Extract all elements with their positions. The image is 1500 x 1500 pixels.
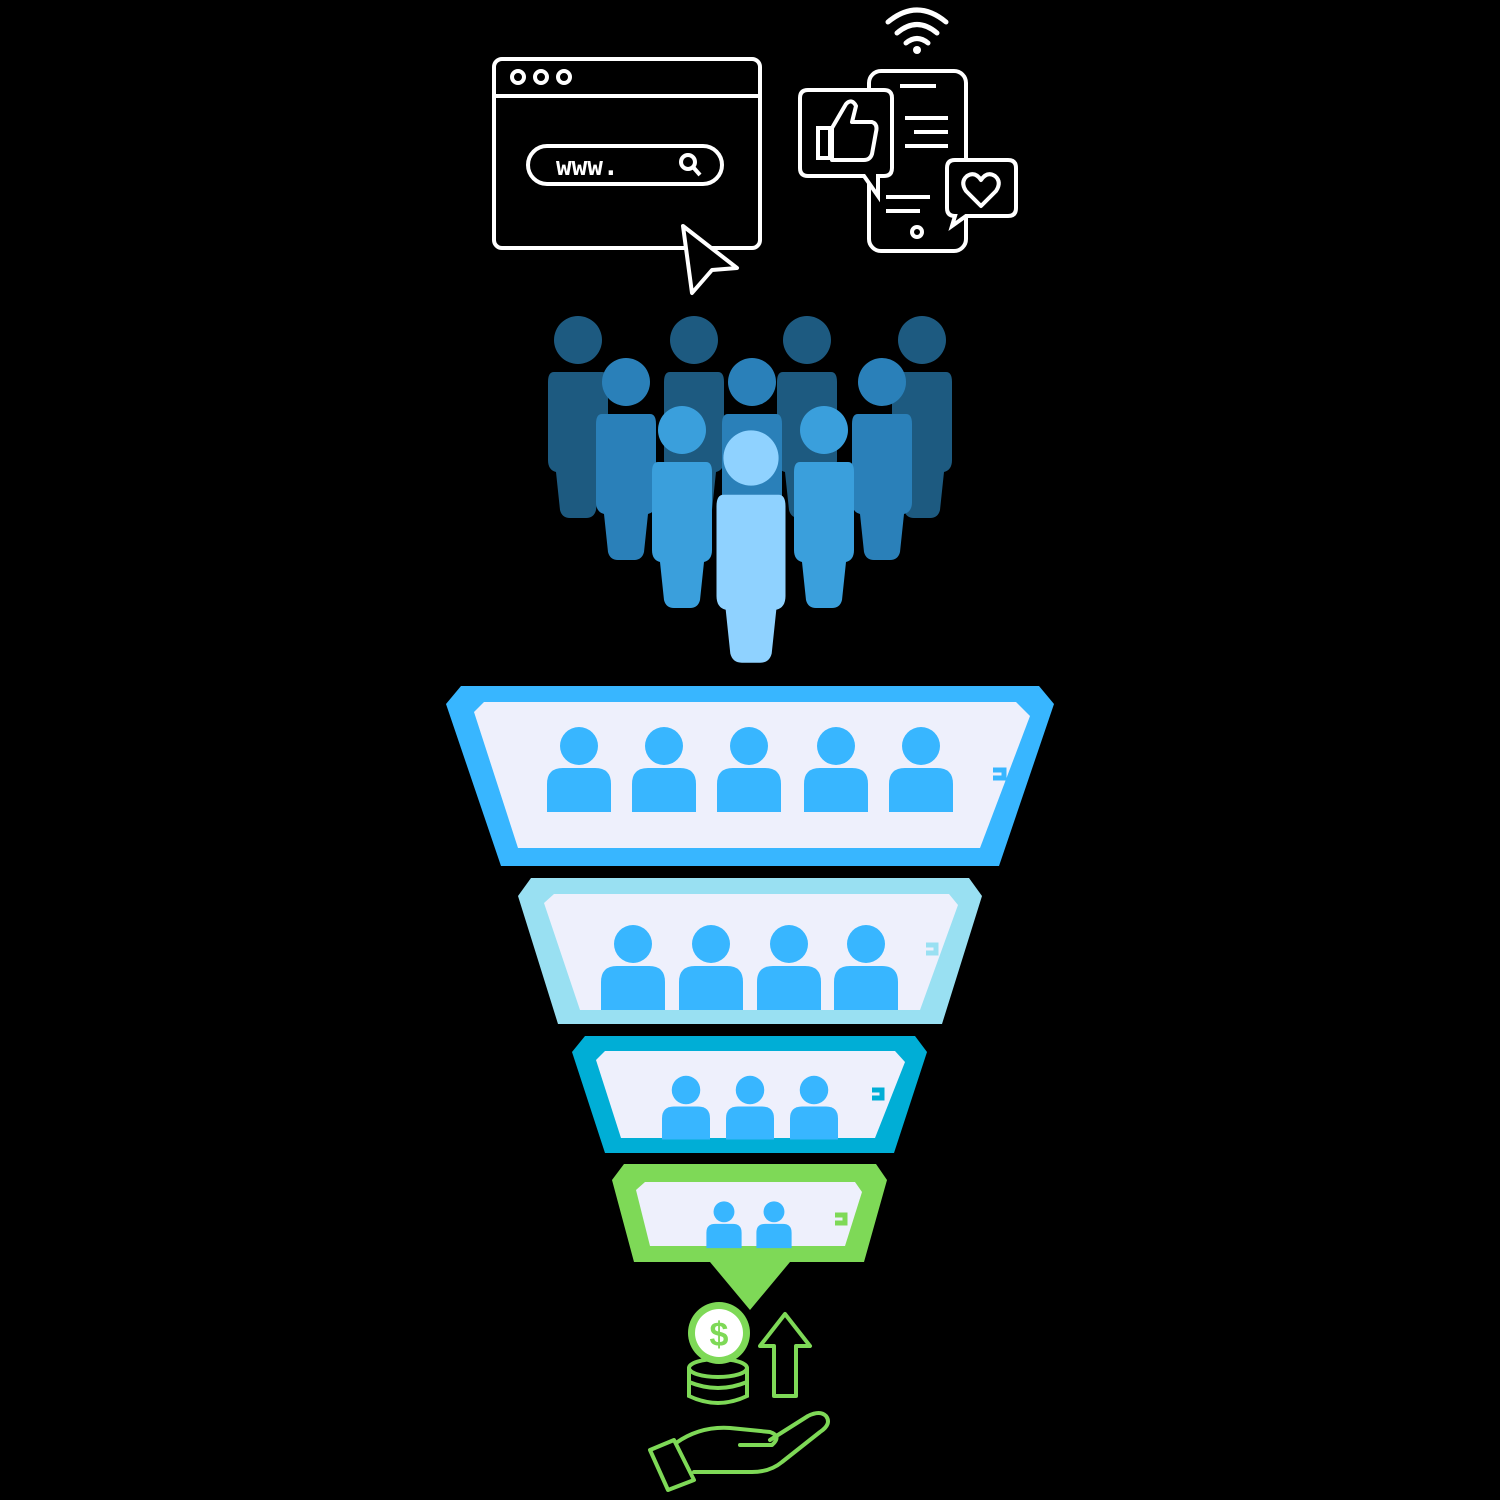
funnel-tier-4 [612, 1164, 887, 1310]
dollar-sign: $ [710, 1316, 729, 1354]
heart-icon [945, 158, 1018, 232]
cursor-icon [681, 224, 739, 295]
search-icon [679, 153, 702, 177]
url-bar [526, 144, 724, 186]
funnel [446, 686, 1054, 1310]
funnel-tier-1 [446, 686, 1054, 866]
tier-connector [993, 767, 1007, 781]
thumbs-up-icon [798, 88, 894, 203]
dollar-coin-icon: $ [688, 1302, 750, 1364]
tier-connector [835, 1212, 848, 1226]
tier-connector [872, 1087, 885, 1101]
up-arrow-icon [758, 1312, 812, 1398]
tier-connector [926, 942, 939, 956]
open-hand-icon [648, 1411, 830, 1492]
funnel-tier-2 [518, 878, 982, 1024]
coin-stack-icon [687, 1357, 749, 1405]
funnel-tier-3 [572, 1036, 927, 1153]
url-text: www. [556, 152, 619, 182]
wifi-icon [885, 7, 949, 46]
browser-window-icon [492, 57, 762, 250]
wifi-dot [913, 46, 921, 54]
